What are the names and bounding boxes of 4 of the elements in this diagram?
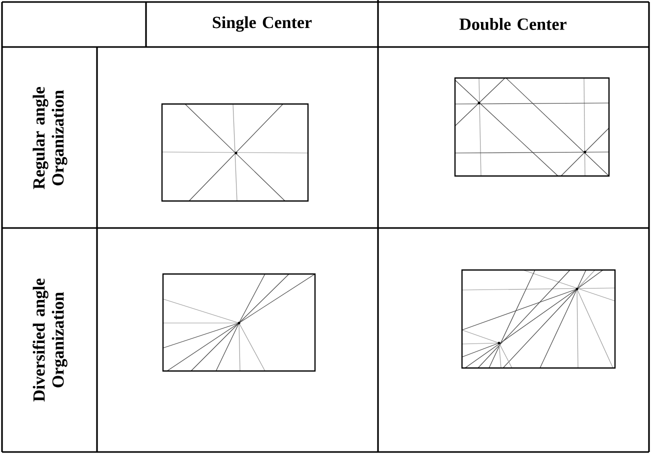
column-header: Double Center — [459, 18, 566, 30]
row-header: Diversified angle Organization — [32, 278, 68, 402]
row-header: Regular angle Organization — [32, 86, 68, 190]
column-header: Single Center — [212, 16, 312, 32]
